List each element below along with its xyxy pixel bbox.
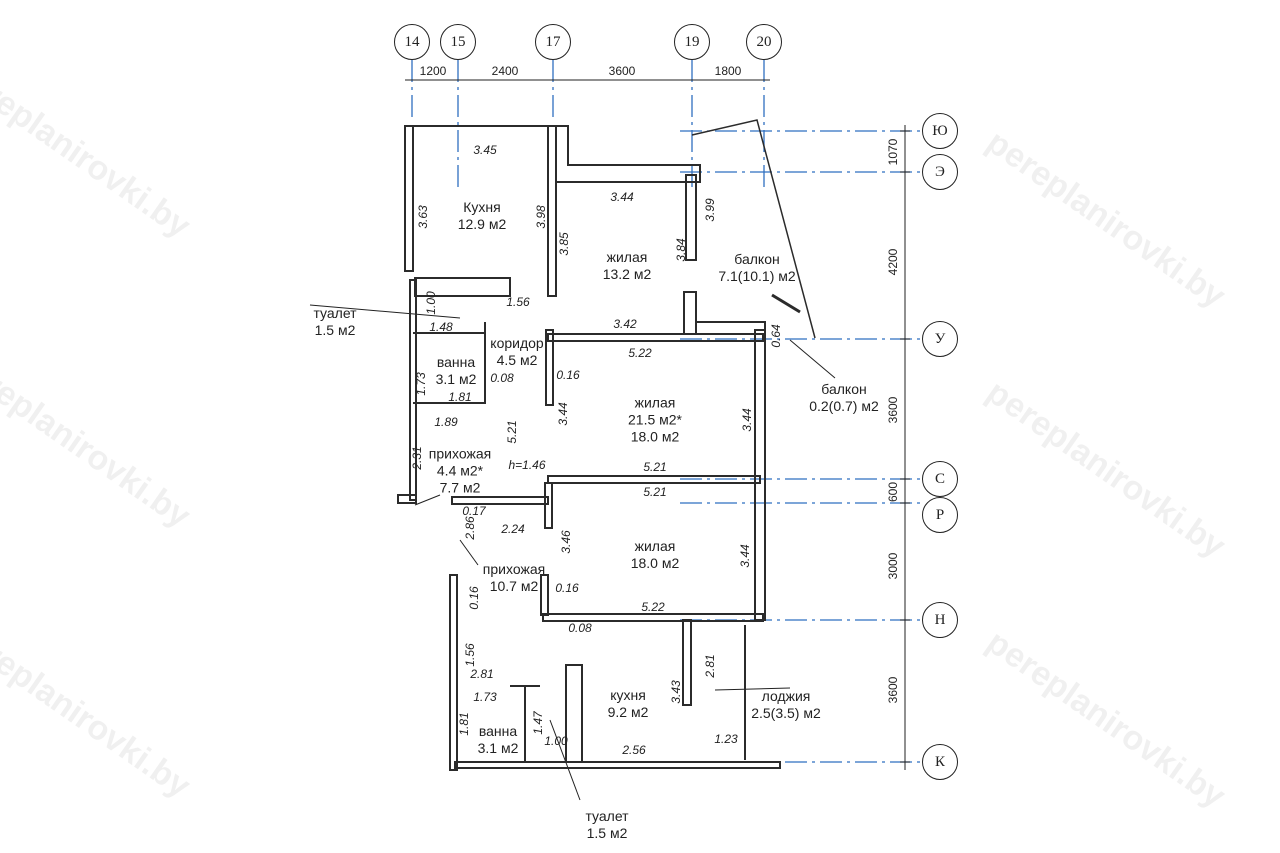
dimension: 2.81: [470, 667, 494, 681]
dimension: 3.43: [669, 680, 683, 704]
dimension: 2.24: [501, 522, 525, 536]
dimension: 1.56: [506, 295, 530, 309]
axis-spacing: 1800: [714, 64, 742, 78]
axis-marker-e: Э: [922, 154, 958, 190]
axis-spacing: 600: [886, 481, 900, 503]
dimension: 3.44: [738, 544, 752, 568]
dimension: 3.46: [559, 530, 573, 554]
dimension: 0.16: [556, 368, 580, 382]
dimension: 1.48: [429, 320, 453, 334]
dimension: 1.23: [714, 732, 738, 746]
dimension: 3.85: [557, 232, 571, 256]
dimension: 1.00: [424, 291, 438, 315]
dimension: 3.44: [556, 402, 570, 426]
dimension: 3.45: [473, 143, 497, 157]
dimension: 2.81: [703, 654, 717, 678]
axis-marker-k: К: [922, 744, 958, 780]
axis-spacing: 4200: [886, 248, 900, 276]
dimension: 2.31: [410, 446, 424, 470]
walls: [397, 119, 816, 771]
dimension: 0.64: [769, 324, 783, 348]
dimension: h=1.46: [508, 458, 546, 472]
dimension: 0.16: [555, 581, 579, 595]
dimension: 3.44: [740, 408, 754, 432]
axis-spacing: 1200: [419, 64, 447, 78]
dimension: 0.08: [568, 621, 592, 635]
dimension: 3.44: [610, 190, 634, 204]
axis-marker-u: У: [922, 321, 958, 357]
dimension: 3.84: [674, 238, 688, 262]
axis-marker-n: Н: [922, 602, 958, 638]
axis-marker-14: 14: [394, 24, 430, 60]
dimension: 0.08: [490, 371, 514, 385]
dimension: 5.21: [505, 420, 519, 444]
axis-marker-20: 20: [746, 24, 782, 60]
dimension: 0.16: [467, 586, 481, 610]
dimension: 2.86: [463, 516, 477, 540]
dimension-lines: [309, 79, 910, 801]
axis-marker-19: 19: [674, 24, 710, 60]
axis-marker-s: С: [922, 461, 958, 497]
dimension: 1.56: [463, 643, 477, 667]
dimension: 3.42: [613, 317, 637, 331]
axis-spacing: 3600: [886, 396, 900, 424]
axis-spacing: 3000: [886, 552, 900, 580]
axis-marker-yu: Ю: [922, 113, 958, 149]
dimension: 3.63: [416, 205, 430, 229]
dimension: 5.22: [641, 600, 665, 614]
axis-spacing: 2400: [491, 64, 519, 78]
axis-marker-15: 15: [440, 24, 476, 60]
dimension: 3.99: [703, 198, 717, 222]
axis-spacing: 1070: [886, 138, 900, 166]
dimension: 1.81: [457, 712, 471, 736]
axis-marker-r: Р: [922, 497, 958, 533]
dimension: 5.22: [628, 346, 652, 360]
dimension: 5.21: [643, 485, 667, 499]
dimension: 1.47: [531, 711, 545, 735]
dimension: 1.73: [473, 690, 497, 704]
dimension: 1.73: [414, 372, 428, 396]
axis-marker-17: 17: [535, 24, 571, 60]
dimension: 5.21: [643, 460, 667, 474]
dimension: 1.00: [544, 734, 568, 748]
dimension: 1.89: [434, 415, 458, 429]
axis-spacing: 3600: [886, 676, 900, 704]
dimension: 0.17: [462, 504, 486, 518]
dimension: 1.81: [448, 390, 472, 404]
axis-spacing: 3600: [608, 64, 636, 78]
dimension: 2.56: [622, 743, 646, 757]
dimension: 3.98: [534, 205, 548, 229]
